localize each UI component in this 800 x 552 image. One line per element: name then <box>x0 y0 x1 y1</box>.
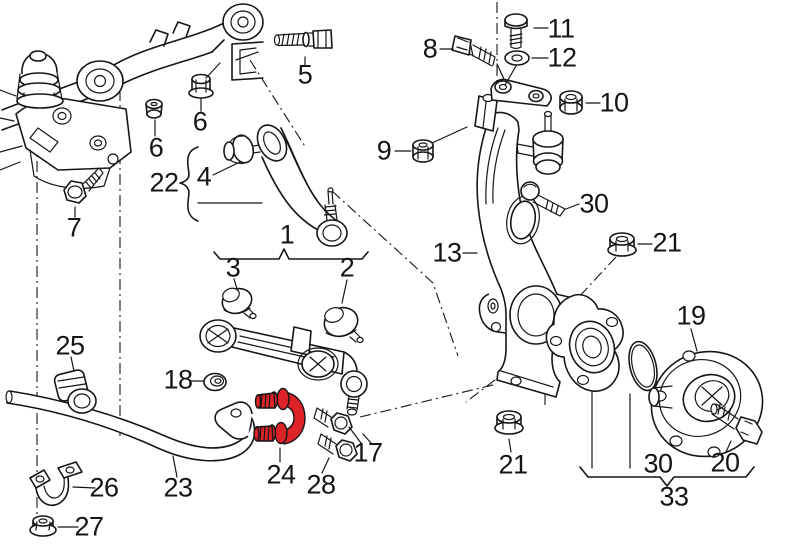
nut-6-right <box>188 73 214 99</box>
wheel-bearing-housing <box>545 293 624 392</box>
bushing-2 <box>323 306 364 344</box>
nut-6-left <box>145 98 163 119</box>
nut-27 <box>29 515 57 537</box>
callout-22-brace <box>179 146 263 222</box>
stabilizer-bar <box>5 390 256 462</box>
bolt-5 <box>273 29 333 49</box>
subframe <box>0 3 264 189</box>
upper-control-arm <box>223 124 348 247</box>
stabilizer-clamp-24-highlighted <box>253 387 306 445</box>
nut-9 <box>412 139 434 163</box>
bolt-8 <box>451 35 496 67</box>
bushing-25 <box>53 369 97 414</box>
bolt-7 <box>63 167 104 204</box>
nut-10 <box>559 90 583 115</box>
nut-21-lower <box>494 410 524 435</box>
wheel-hub <box>648 350 764 458</box>
callout-1-bracket <box>213 248 369 260</box>
lower-control-arm <box>199 319 368 416</box>
o-ring <box>628 340 658 392</box>
bolt-30-upper <box>520 181 566 217</box>
group-33-bracket <box>579 389 755 487</box>
bushing-3 <box>221 287 257 320</box>
nut-21-upper <box>607 232 637 257</box>
clamp-26 <box>29 461 83 506</box>
leader-lines <box>57 27 732 528</box>
bolt-17 <box>313 407 353 435</box>
bolt-11 <box>504 13 528 50</box>
bolt-28 <box>317 433 358 462</box>
washer-12 <box>504 50 530 66</box>
nut-18 <box>203 372 227 392</box>
bolt-20 <box>710 403 763 445</box>
